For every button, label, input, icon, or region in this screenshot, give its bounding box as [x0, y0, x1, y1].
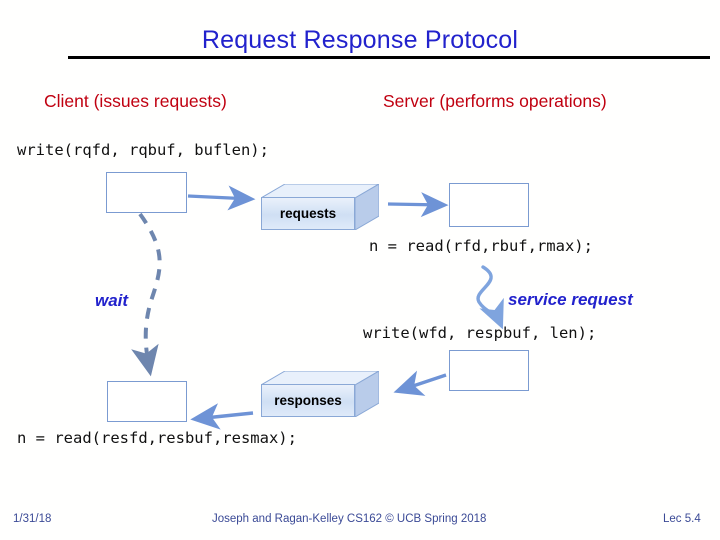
client-process-box-bottom: [107, 381, 187, 422]
requests-slab-side-face: [354, 184, 379, 230]
code-client-read: n = read(resfd,resbuf,resmax);: [17, 429, 297, 447]
code-server-write: write(wfd, respbuf, len);: [363, 324, 597, 342]
responses-slab-top-face: [261, 371, 379, 385]
arrow-responses-to-client: [190, 403, 254, 430]
responses-slab-side-face: [354, 371, 379, 417]
arrow-client-to-requests: [187, 185, 256, 211]
requests-slab-top-face: [261, 184, 379, 198]
server-process-box-bottom: [449, 350, 529, 391]
client-column-heading: Client (issues requests): [44, 91, 227, 111]
responses-slab-front-face: [261, 384, 355, 417]
footer-date: 1/31/18: [13, 513, 52, 525]
wait-annotation-label: wait: [95, 291, 129, 310]
server-process-box-top: [449, 183, 529, 227]
service-request-annotation-label: service request: [508, 290, 633, 309]
code-client-write: write(rqfd, rqbuf, buflen);: [17, 141, 269, 159]
footer-lecture-number: Lec 5.4: [663, 513, 701, 525]
responses-channel-slab: responses: [261, 371, 379, 417]
responses-channel-label: responses: [274, 393, 342, 408]
code-server-read: n = read(rfd,rbuf,rmax);: [369, 237, 593, 255]
arrow-client-wait-dashed: [131, 212, 162, 377]
footer-attribution: Joseph and Ragan-Kelley CS162 © UCB Spri…: [212, 513, 487, 525]
server-column-heading: Server (performs operations): [383, 91, 607, 111]
arrow-requests-to-server: [387, 192, 449, 218]
requests-slab-front-face: [261, 197, 355, 230]
client-process-box-top: [106, 172, 187, 213]
requests-channel-label: requests: [279, 206, 337, 221]
title-underline-rule: [68, 56, 710, 59]
arrow-server-to-responses: [393, 370, 447, 396]
page-title: Request Response Protocol: [201, 26, 519, 54]
requests-channel-slab: requests: [261, 184, 379, 230]
arrow-service-request-curve: [476, 265, 504, 330]
